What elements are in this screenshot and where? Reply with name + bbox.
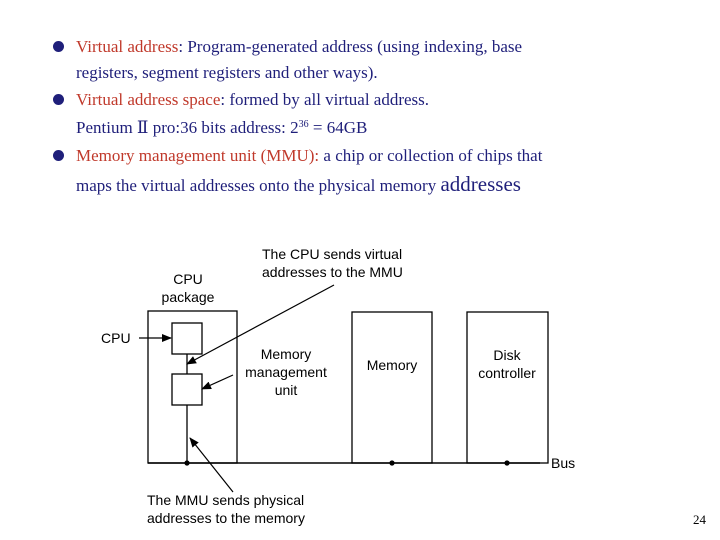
mmu-label-2: management — [245, 364, 327, 380]
cpu-package-label-1: CPU — [173, 271, 203, 287]
bullet-2-line-2: Pentium Ⅱ pro:36 bits address: 236 = 64G… — [76, 118, 367, 138]
bus-label: Bus — [551, 455, 575, 471]
bullet-2-line-1: Virtual address space: formed by all vir… — [76, 90, 429, 110]
cpu-sends-label-1: The CPU sends virtual — [262, 246, 402, 262]
bullet-1-text: : Program-generated address (using index… — [178, 37, 523, 56]
bullet-2-text: : formed by all virtual address. — [220, 90, 430, 109]
bullet-1-line-2: registers, segment registers and other w… — [76, 63, 378, 82]
disk-label-2: controller — [478, 365, 536, 381]
cpu-label: CPU — [101, 330, 131, 346]
mmu-sends-arrow — [189, 437, 234, 493]
bullet-3-text: a chip or collection of chips that — [319, 146, 543, 165]
bullet-dot-3 — [53, 150, 64, 161]
disk-label-1: Disk — [493, 347, 521, 363]
cpu-sends-label-2: addresses to the MMU — [262, 264, 403, 280]
page-number: 24 — [693, 512, 706, 527]
bullet-2-term: Virtual address space — [76, 90, 221, 109]
bullet-3-cont-big: addresses — [440, 172, 521, 196]
bullet-3-term: Memory management unit (MMU): — [76, 146, 320, 165]
bus-node-disk — [504, 460, 510, 466]
cpu-box — [171, 322, 203, 355]
bullet-dot-1 — [53, 41, 64, 52]
bullet-3-line-2: maps the virtual addresses onto the phys… — [76, 174, 521, 196]
bullet-1-term: Virtual address — [76, 37, 179, 56]
exponent: 36 — [298, 119, 309, 130]
bullet-1-line-1: Virtual address: Program-generated addre… — [76, 37, 522, 57]
bullet-3-cont: maps the virtual addresses onto the phys… — [76, 176, 441, 195]
bus-node-memory — [389, 460, 395, 466]
disk-controller-box — [466, 311, 549, 464]
mmu-label-arrow — [201, 374, 234, 390]
bus-node-mmu — [184, 460, 190, 466]
bullet-3-line-1: Memory management unit (MMU): a chip or … — [76, 146, 542, 166]
mmu-label-1: Memory — [261, 346, 312, 362]
mmu-sends-label-2: addresses to the memory — [147, 510, 305, 526]
bullet-dot-2 — [53, 94, 64, 105]
pentium-suffix: = 64GB — [308, 118, 368, 137]
cpu-sends-arrow — [186, 284, 335, 365]
mmu-sends-label-1: The MMU sends physical — [147, 492, 304, 508]
mmu-label-3: unit — [275, 382, 298, 398]
mmu-box — [171, 373, 203, 406]
pentium-prefix: Pentium Ⅱ pro:36 bits address: 2 — [76, 118, 299, 137]
memory-label: Memory — [367, 357, 418, 373]
memory-box — [351, 311, 433, 464]
cpu-package-label-2: package — [162, 289, 215, 305]
